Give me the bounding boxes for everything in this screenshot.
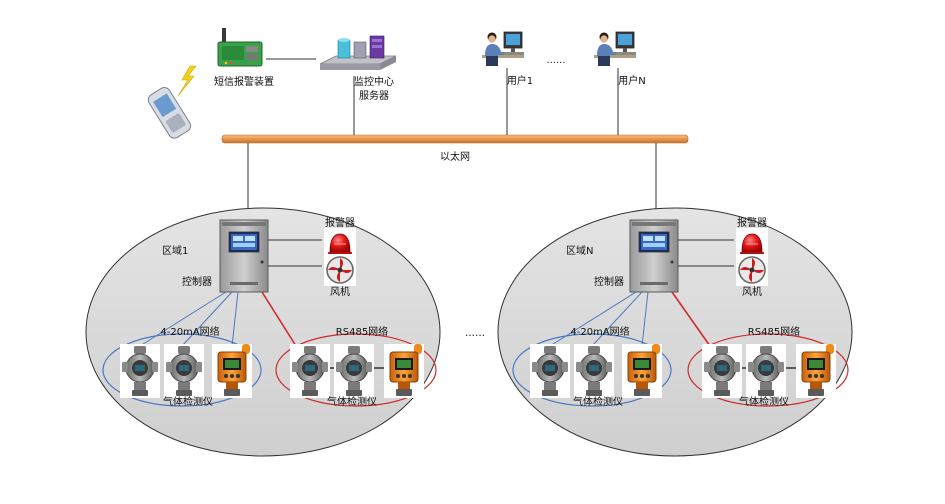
zone-1-analog-detector-3: [211, 343, 253, 399]
ethernet-bus: [221, 134, 689, 144]
user-1-workstation: [479, 27, 527, 69]
zone-1-analog-detector-label: 气体检测仪: [163, 395, 213, 408]
zone-1-analog-detector-2: [163, 343, 205, 399]
server-label-line2: 服务器: [359, 89, 389, 102]
zone-1-rs485-detector-3: [383, 343, 425, 399]
zone-1-rs485-detector-label: 气体检测仪: [327, 395, 377, 408]
zone-1-rs485-network-label: RS485网络: [336, 325, 388, 338]
zone-n-rs485-detector-1: [701, 343, 743, 399]
zone-n-analog-detector-label: 气体检测仪: [573, 395, 623, 408]
user-n-label: 用户N: [618, 74, 645, 87]
zone-1: 区域1 控制器 报警器 风机 4-20mA网络 气体检测仪 RS485网络 气体…: [85, 207, 441, 457]
zone-n-alarm-label: 报警器: [737, 216, 767, 229]
zone-n-analog-link-3: [641, 291, 649, 347]
server-label-line1: 监控中心: [354, 75, 394, 88]
user-n-workstation: [591, 27, 639, 69]
users-ellipsis: ......: [546, 55, 565, 66]
user-1-label: 用户1: [507, 74, 533, 87]
zone-n-rs485-network-ring: [687, 333, 849, 407]
sms-alarm-device: [212, 24, 266, 70]
zone-n-analog-network-ring: [512, 333, 672, 407]
zone-n-analog-network-label: 4-20mA网络: [570, 325, 629, 338]
zone-n-analog-detector-2: [573, 343, 615, 399]
zone-1-rs485-link: [261, 291, 297, 347]
zone-n-controller-label: 控制器: [594, 275, 624, 288]
zone-1-analog-detector-1: [119, 343, 161, 399]
zone-n-rs485-detector-2: [745, 343, 787, 399]
zone-n-controller: [629, 219, 679, 293]
zone-n: 区域N 控制器 报警器 风机 4-20mA网络 气体检测仪 RS485网络 气体…: [497, 207, 853, 457]
zone-1-fan: [323, 253, 357, 287]
zone-1-analog-link-2: [181, 291, 233, 347]
zone-n-rs485-detector-3: [795, 343, 837, 399]
zone-1-rs485-detector-1: [289, 343, 331, 399]
wireless-signal-icon: [177, 65, 197, 97]
zone-1-analog-network-label: 4-20mA网络: [160, 325, 219, 338]
zone-1-analog-network-ring: [102, 333, 262, 407]
zone-1-analog-link-1: [139, 291, 227, 347]
zone-1-controller-label: 控制器: [182, 275, 212, 288]
zone-n-fan: [735, 253, 769, 287]
zone-1-rs485-network-ring: [275, 333, 437, 407]
zone-n-rs485-detector-label: 气体检测仪: [739, 395, 789, 408]
zone-1-analog-link-3: [231, 291, 239, 347]
monitoring-server: [316, 34, 400, 76]
zone-1-rs485-detector-2: [333, 343, 375, 399]
zone-n-fan-label: 风机: [742, 285, 762, 298]
zone-n-analog-detector-1: [529, 343, 571, 399]
zone-1-controller: [219, 219, 269, 293]
zones-ellipsis: ......: [465, 327, 485, 339]
zone-n-rs485-link: [671, 291, 711, 347]
zone-1-label: 区域1: [162, 244, 188, 257]
zone-n-label: 区域N: [566, 244, 593, 257]
zone-1-alarm-label: 报警器: [325, 216, 355, 229]
zone-n-analog-link-1: [549, 291, 637, 347]
mobile-phone-icon: [147, 87, 192, 139]
ethernet-label: 以太网: [440, 150, 470, 163]
sms-alarm-label: 短信报警装置: [214, 75, 274, 88]
zone-1-fan-label: 风机: [330, 285, 350, 298]
zone-n-rs485-network-label: RS485网络: [748, 325, 800, 338]
zone-n-analog-detector-3: [621, 343, 663, 399]
zone-n-analog-link-2: [591, 291, 643, 347]
